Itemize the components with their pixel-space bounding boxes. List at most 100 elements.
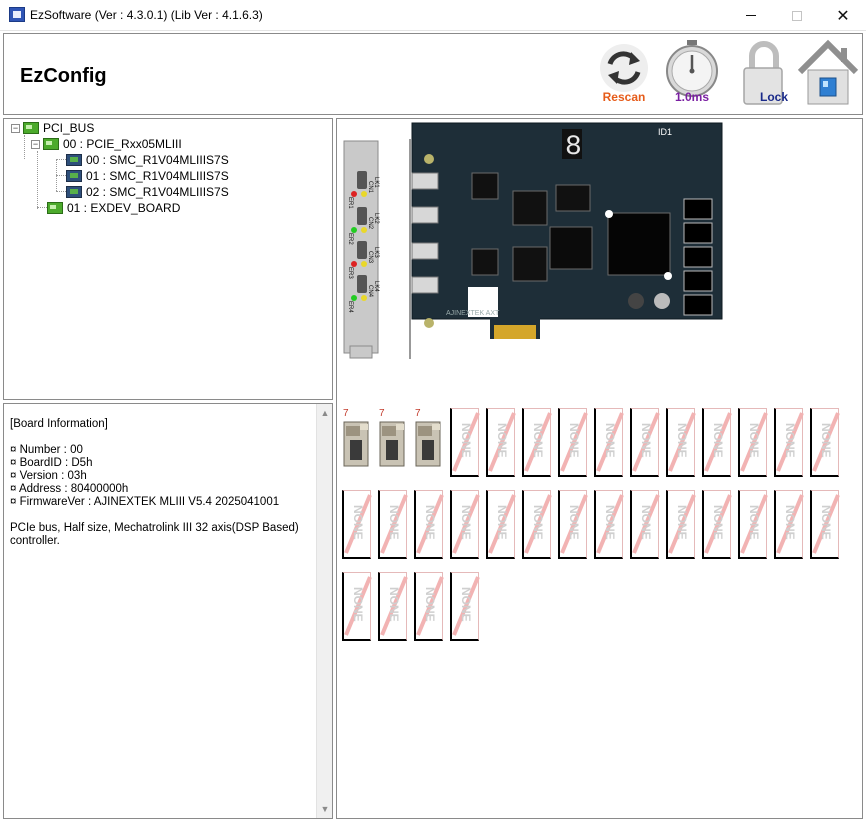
info-line: ¤ BoardID : D5h [10, 457, 93, 469]
home-button[interactable] [796, 38, 860, 110]
empty-slot-marker: NONE [704, 494, 732, 554]
empty-slot[interactable]: NONE [630, 408, 660, 477]
empty-slot[interactable]: NONE [702, 490, 732, 559]
empty-slot-marker: NONE [596, 412, 624, 472]
maximize-button[interactable] [774, 0, 820, 31]
empty-slot-marker: NONE [380, 576, 408, 636]
rescan-button[interactable]: Rescan [588, 38, 652, 110]
tree-node-pci-bus[interactable]: − PCI_BUS [11, 120, 94, 136]
empty-slot-marker: NONE [452, 576, 480, 636]
controller-board-image[interactable]: CN1 CN2 CN3 CN4 LK1 LK2 LK3 LK4 ER1 ER2 … [340, 121, 730, 365]
empty-slot[interactable]: NONE [594, 408, 624, 477]
connector-label: CN1 [367, 181, 373, 194]
slot-none-label: NONE [639, 505, 653, 540]
tree-node-module[interactable]: 02 : SMC_R1V04MLIIIS7S [66, 184, 229, 200]
empty-slot-marker: NONE [632, 412, 660, 472]
empty-slot[interactable]: NONE [702, 408, 732, 477]
tree-node-exdev[interactable]: 01 : EXDEV_BOARD [47, 200, 180, 216]
empty-slot[interactable]: NONE [522, 408, 552, 477]
info-line: ¤ Number : 00 [10, 444, 83, 456]
empty-slot-marker: NONE [776, 494, 804, 554]
slot-number: 7 [343, 408, 349, 419]
empty-slot-marker: NONE [488, 494, 516, 554]
empty-slot[interactable]: NONE [738, 490, 768, 559]
empty-slot[interactable]: NONE [666, 490, 696, 559]
tree-connector [56, 175, 66, 176]
empty-slot[interactable]: NONE [414, 572, 444, 641]
error-label: ER1 [347, 197, 353, 209]
slot-none-label: NONE [675, 423, 689, 458]
slot-module[interactable]: 7 [378, 408, 407, 477]
empty-slot[interactable]: NONE [342, 572, 372, 641]
empty-slot[interactable]: NONE [486, 408, 516, 477]
empty-slot[interactable]: NONE [414, 490, 444, 559]
error-label: ER4 [347, 301, 353, 313]
servo-module-icon [415, 421, 441, 467]
empty-slot[interactable]: NONE [774, 408, 804, 477]
info-description: PCIe bus, Half size, Mechatrolink III 32… [10, 522, 299, 547]
scroll-up-icon[interactable]: ▲ [320, 408, 330, 418]
close-icon: ✕ [836, 7, 850, 25]
empty-slot[interactable]: NONE [450, 490, 480, 559]
empty-slot[interactable]: NONE [378, 490, 408, 559]
lock-button[interactable]: Lock [732, 38, 796, 110]
empty-slot[interactable]: NONE [378, 572, 408, 641]
slot-module[interactable]: 7 [414, 408, 443, 477]
empty-slot[interactable]: NONE [594, 490, 624, 559]
tree-node-module[interactable]: 01 : SMC_R1V04MLIIIS7S [66, 168, 229, 184]
empty-slot[interactable]: NONE [666, 408, 696, 477]
empty-slot-marker: NONE [812, 494, 840, 554]
info-line: ¤ Address : 80400000h [10, 483, 129, 495]
slot-none-label: NONE [747, 423, 761, 458]
collapse-icon[interactable]: − [11, 122, 20, 133]
cycle-time-button[interactable]: 1.0ms [660, 38, 724, 110]
info-scrollbar[interactable]: ▲ ▼ [316, 404, 332, 818]
empty-slot[interactable]: NONE [522, 490, 552, 559]
board-id-label: ID1 [658, 127, 672, 137]
tree-connector [24, 135, 25, 159]
slot-none-label: NONE [819, 423, 833, 458]
slot-module[interactable]: 7 [342, 408, 371, 477]
connector-label: CN2 [367, 217, 373, 230]
empty-slot[interactable]: NONE [486, 490, 516, 559]
empty-slot[interactable]: NONE [810, 490, 840, 559]
slot-none-label: NONE [675, 505, 689, 540]
lock-label: Lock [759, 90, 788, 104]
module-icon [66, 154, 82, 166]
refresh-icon [600, 44, 648, 92]
slot-none-label: NONE [459, 423, 473, 458]
empty-slot[interactable]: NONE [558, 408, 588, 477]
slot-number: 7 [415, 408, 421, 419]
scroll-down-icon[interactable]: ▼ [320, 804, 330, 814]
empty-slot[interactable]: NONE [630, 490, 660, 559]
slot-none-label: NONE [819, 505, 833, 540]
empty-slot-marker: NONE [776, 412, 804, 472]
slot-none-label: NONE [639, 423, 653, 458]
tree-node-label: 00 : SMC_R1V04MLIIIS7S [86, 153, 229, 167]
device-tree: − PCI_BUS − 00 : PCIE_Rxx05MLIII 00 : SM… [3, 118, 333, 400]
empty-slot[interactable]: NONE [810, 408, 840, 477]
empty-slot[interactable]: NONE [774, 490, 804, 559]
close-button[interactable]: ✕ [820, 0, 866, 31]
empty-slot-marker: NONE [344, 576, 372, 636]
empty-slot[interactable]: NONE [450, 408, 480, 477]
empty-slot[interactable]: NONE [342, 490, 372, 559]
slot-none-label: NONE [387, 587, 401, 622]
empty-slot[interactable]: NONE [450, 572, 480, 641]
collapse-icon[interactable]: − [31, 138, 40, 149]
empty-slot[interactable]: NONE [558, 490, 588, 559]
app-window-icon [9, 7, 25, 22]
empty-slot-marker: NONE [344, 494, 372, 554]
tree-node-board[interactable]: − 00 : PCIE_Rxx05MLIII [31, 136, 182, 152]
tree-connector [37, 151, 38, 209]
slot-none-label: NONE [567, 423, 581, 458]
empty-slot-marker: NONE [452, 494, 480, 554]
slot-none-label: NONE [423, 587, 437, 622]
minimize-button[interactable] [728, 0, 774, 31]
tree-node-module[interactable]: 00 : SMC_R1V04MLIIIS7S [66, 152, 229, 168]
empty-slot[interactable]: NONE [738, 408, 768, 477]
slot-none-label: NONE [459, 505, 473, 540]
rescan-label: Rescan [602, 90, 646, 104]
empty-slot-marker: NONE [740, 412, 768, 472]
page-title: EzConfig [20, 65, 107, 87]
